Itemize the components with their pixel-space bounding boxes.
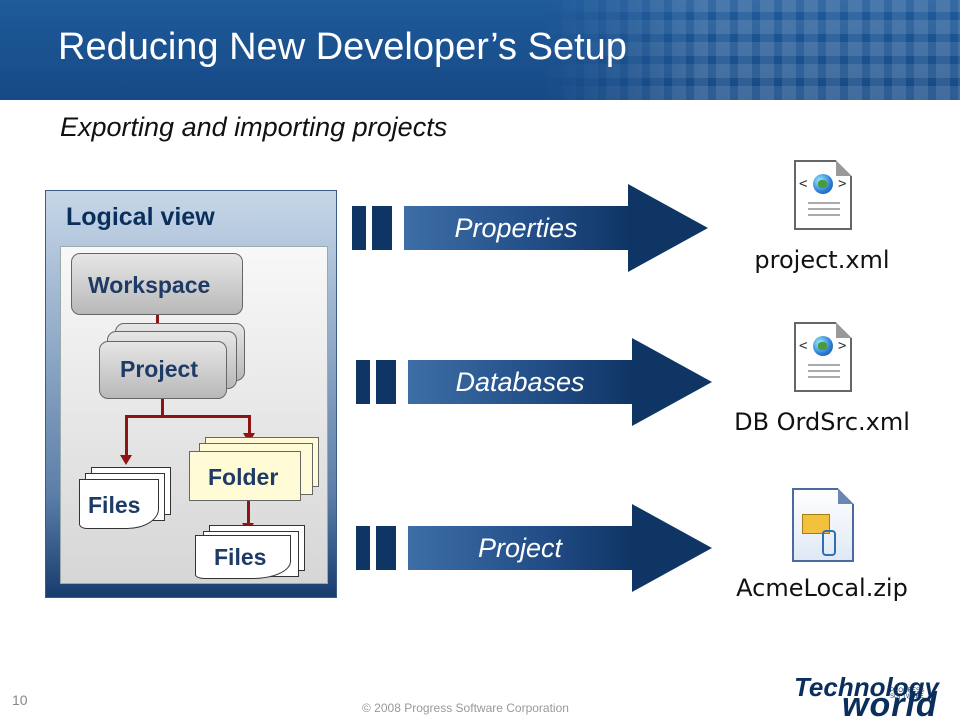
arrow-body [408, 526, 632, 570]
arrow-tail-bar [352, 206, 366, 250]
files-bottom-label: Files [214, 544, 267, 570]
files-page: Files [195, 535, 291, 579]
folder-box: Folder [189, 451, 301, 501]
xml-document-icon: < > [794, 160, 852, 230]
logical-view-label: Logical view [66, 203, 215, 231]
databases-label: Databases [455, 367, 585, 397]
project-box: Project [99, 341, 227, 399]
header-grid-pattern [540, 0, 960, 100]
zipper-icon [822, 530, 836, 556]
logical-view-panel: Logical view Workspace Project Folder [45, 190, 337, 598]
workspace-label: Workspace [88, 272, 211, 298]
zip-document-icon [792, 488, 854, 562]
slide-number: 10 [12, 692, 28, 708]
folder-icon [802, 514, 830, 534]
logo-line1: Technology [794, 672, 939, 702]
folder-label: Folder [208, 464, 279, 490]
files-page: Files [79, 479, 159, 529]
arrow-tail-bar [372, 206, 392, 250]
technology-world-logo: Technology world PROGRESS SOFTWARE [790, 672, 956, 724]
properties-arrow: Properties [352, 184, 708, 272]
arrow-tip [632, 338, 712, 426]
logical-view-canvas: Workspace Project Folder Files [60, 246, 328, 584]
connector-to-files [125, 415, 128, 457]
connector-to-folder [248, 415, 251, 435]
connector-project-down [161, 399, 164, 415]
arrow-tail-bar [356, 526, 370, 570]
arrow-tail-bar [356, 360, 370, 404]
properties-label: Properties [454, 213, 578, 243]
slide-title: Reducing New Developer’s Setup [58, 26, 627, 68]
arrow-tip [632, 504, 712, 592]
copyright-text: © 2008 Progress Software Corporation [362, 701, 569, 715]
project-arrow: Project [356, 504, 712, 592]
arrow-tail-bar [376, 360, 396, 404]
project-label: Project [120, 356, 198, 382]
file-name-db-ordsrc-xml: DB OrdSrc.xml [734, 408, 910, 436]
connector-horizontal [125, 415, 251, 418]
connector-folder-files [247, 501, 250, 525]
workspace-box: Workspace [71, 253, 243, 315]
arrow-tail-bar [376, 526, 396, 570]
databases-arrow: Databases [356, 338, 712, 426]
arrow-body [404, 206, 628, 250]
file-name-acmelocal-zip: AcmeLocal.zip [736, 574, 908, 602]
arrow-tip [628, 184, 708, 272]
slide-subtitle: Exporting and importing projects [60, 112, 448, 142]
title-bar: Reducing New Developer’s Setup [0, 0, 960, 100]
connector-arrowhead [120, 455, 132, 465]
files-left-label: Files [88, 492, 141, 518]
logo-line2: world [842, 686, 938, 724]
xml-document-icon: < > [794, 322, 852, 392]
logo-tag: PROGRESS SOFTWARE [890, 688, 925, 700]
arrow-body [408, 360, 632, 404]
project-arrow-label: Project [477, 533, 563, 563]
file-name-project-xml: project.xml [754, 246, 890, 274]
